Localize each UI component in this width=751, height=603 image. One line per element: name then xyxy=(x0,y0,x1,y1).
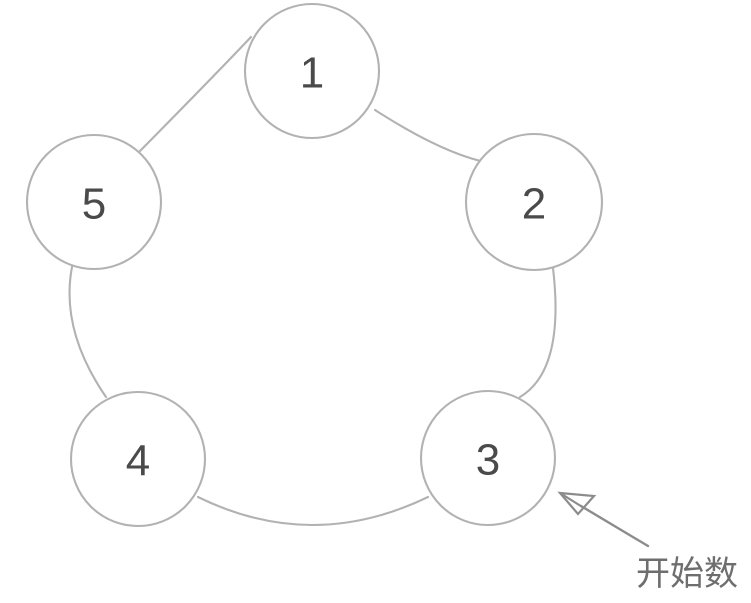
node-4[interactable]: 4 xyxy=(69,390,207,528)
node-4-circle[interactable] xyxy=(69,390,207,528)
edge-5-to-1 xyxy=(138,35,253,153)
node-5[interactable]: 5 xyxy=(25,133,163,271)
start-annotation: 开始数 xyxy=(557,491,738,594)
annotation-arrow-shaft xyxy=(579,504,650,548)
annotation-arrow-head-icon xyxy=(557,491,597,516)
node-4-label: 4 xyxy=(126,437,150,486)
node-2[interactable]: 2 xyxy=(464,132,604,272)
annotation-label: 开始数 xyxy=(636,554,738,594)
edge-2-to-3 xyxy=(518,266,557,399)
node-1-label: 1 xyxy=(300,49,324,98)
annotation-arrow-head-spine-icon xyxy=(559,492,585,509)
node-3-circle[interactable] xyxy=(419,389,557,527)
node-1-circle[interactable] xyxy=(243,2,381,140)
node-1[interactable]: 1 xyxy=(243,2,381,140)
node-2-label: 2 xyxy=(522,180,546,229)
node-3[interactable]: 3 xyxy=(419,389,557,527)
node-3-label: 3 xyxy=(476,436,500,485)
edge-group xyxy=(68,35,557,527)
node-5-label: 5 xyxy=(82,180,106,229)
node-2-circle[interactable] xyxy=(464,132,604,272)
edge-3-to-4 xyxy=(196,495,430,527)
node-group: 1 2 3 4 5 xyxy=(25,2,604,528)
node-5-circle[interactable] xyxy=(25,133,163,271)
edge-1-to-2 xyxy=(373,108,492,165)
edge-4-to-5 xyxy=(68,265,108,399)
